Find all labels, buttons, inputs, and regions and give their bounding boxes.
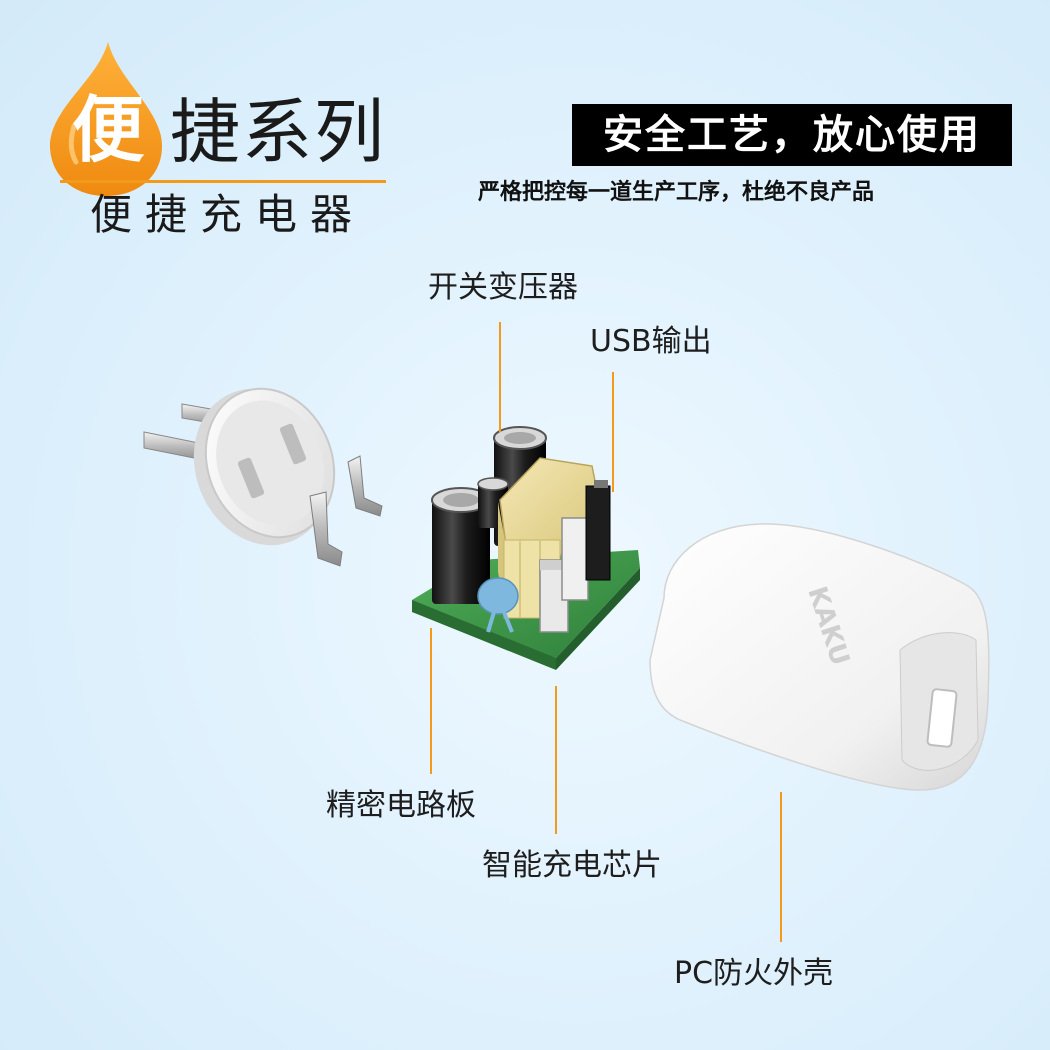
series-title-highlight: 便 [71,88,144,172]
tagline-banner [572,104,1012,166]
callout-usb-output: USB输出 [590,324,712,359]
pc-shell-icon: KAKU [649,523,990,791]
tagline-subtitle: 严格把控每一道生产工序，杜绝不良产品 [478,180,875,205]
callout-chip: 智能充电芯片 [482,848,662,883]
leader-transformer [499,322,501,432]
plug-base-icon [193,387,336,546]
leader-shell [780,792,782,942]
capacitor-large-icon [431,487,491,604]
leader-pcb [430,628,432,774]
callout-shell: PC防火外壳 [674,956,834,991]
metal-clips-icon [309,455,383,567]
leader-usb-output [612,372,614,492]
title-underline [60,180,386,183]
leader-chip [555,686,557,834]
series-title: 捷系列 [170,91,386,173]
tagline-title: 安全工艺，放心使用 [603,112,981,158]
callout-transformer: 开关变压器 [428,270,578,305]
drop-badge-icon [49,42,163,196]
ceramic-capacitor-icon [477,577,519,633]
callout-pcb: 精密电路板 [326,788,476,823]
series-subtitle: 便捷充电器 [90,190,366,239]
heatsink-icon [539,480,611,633]
